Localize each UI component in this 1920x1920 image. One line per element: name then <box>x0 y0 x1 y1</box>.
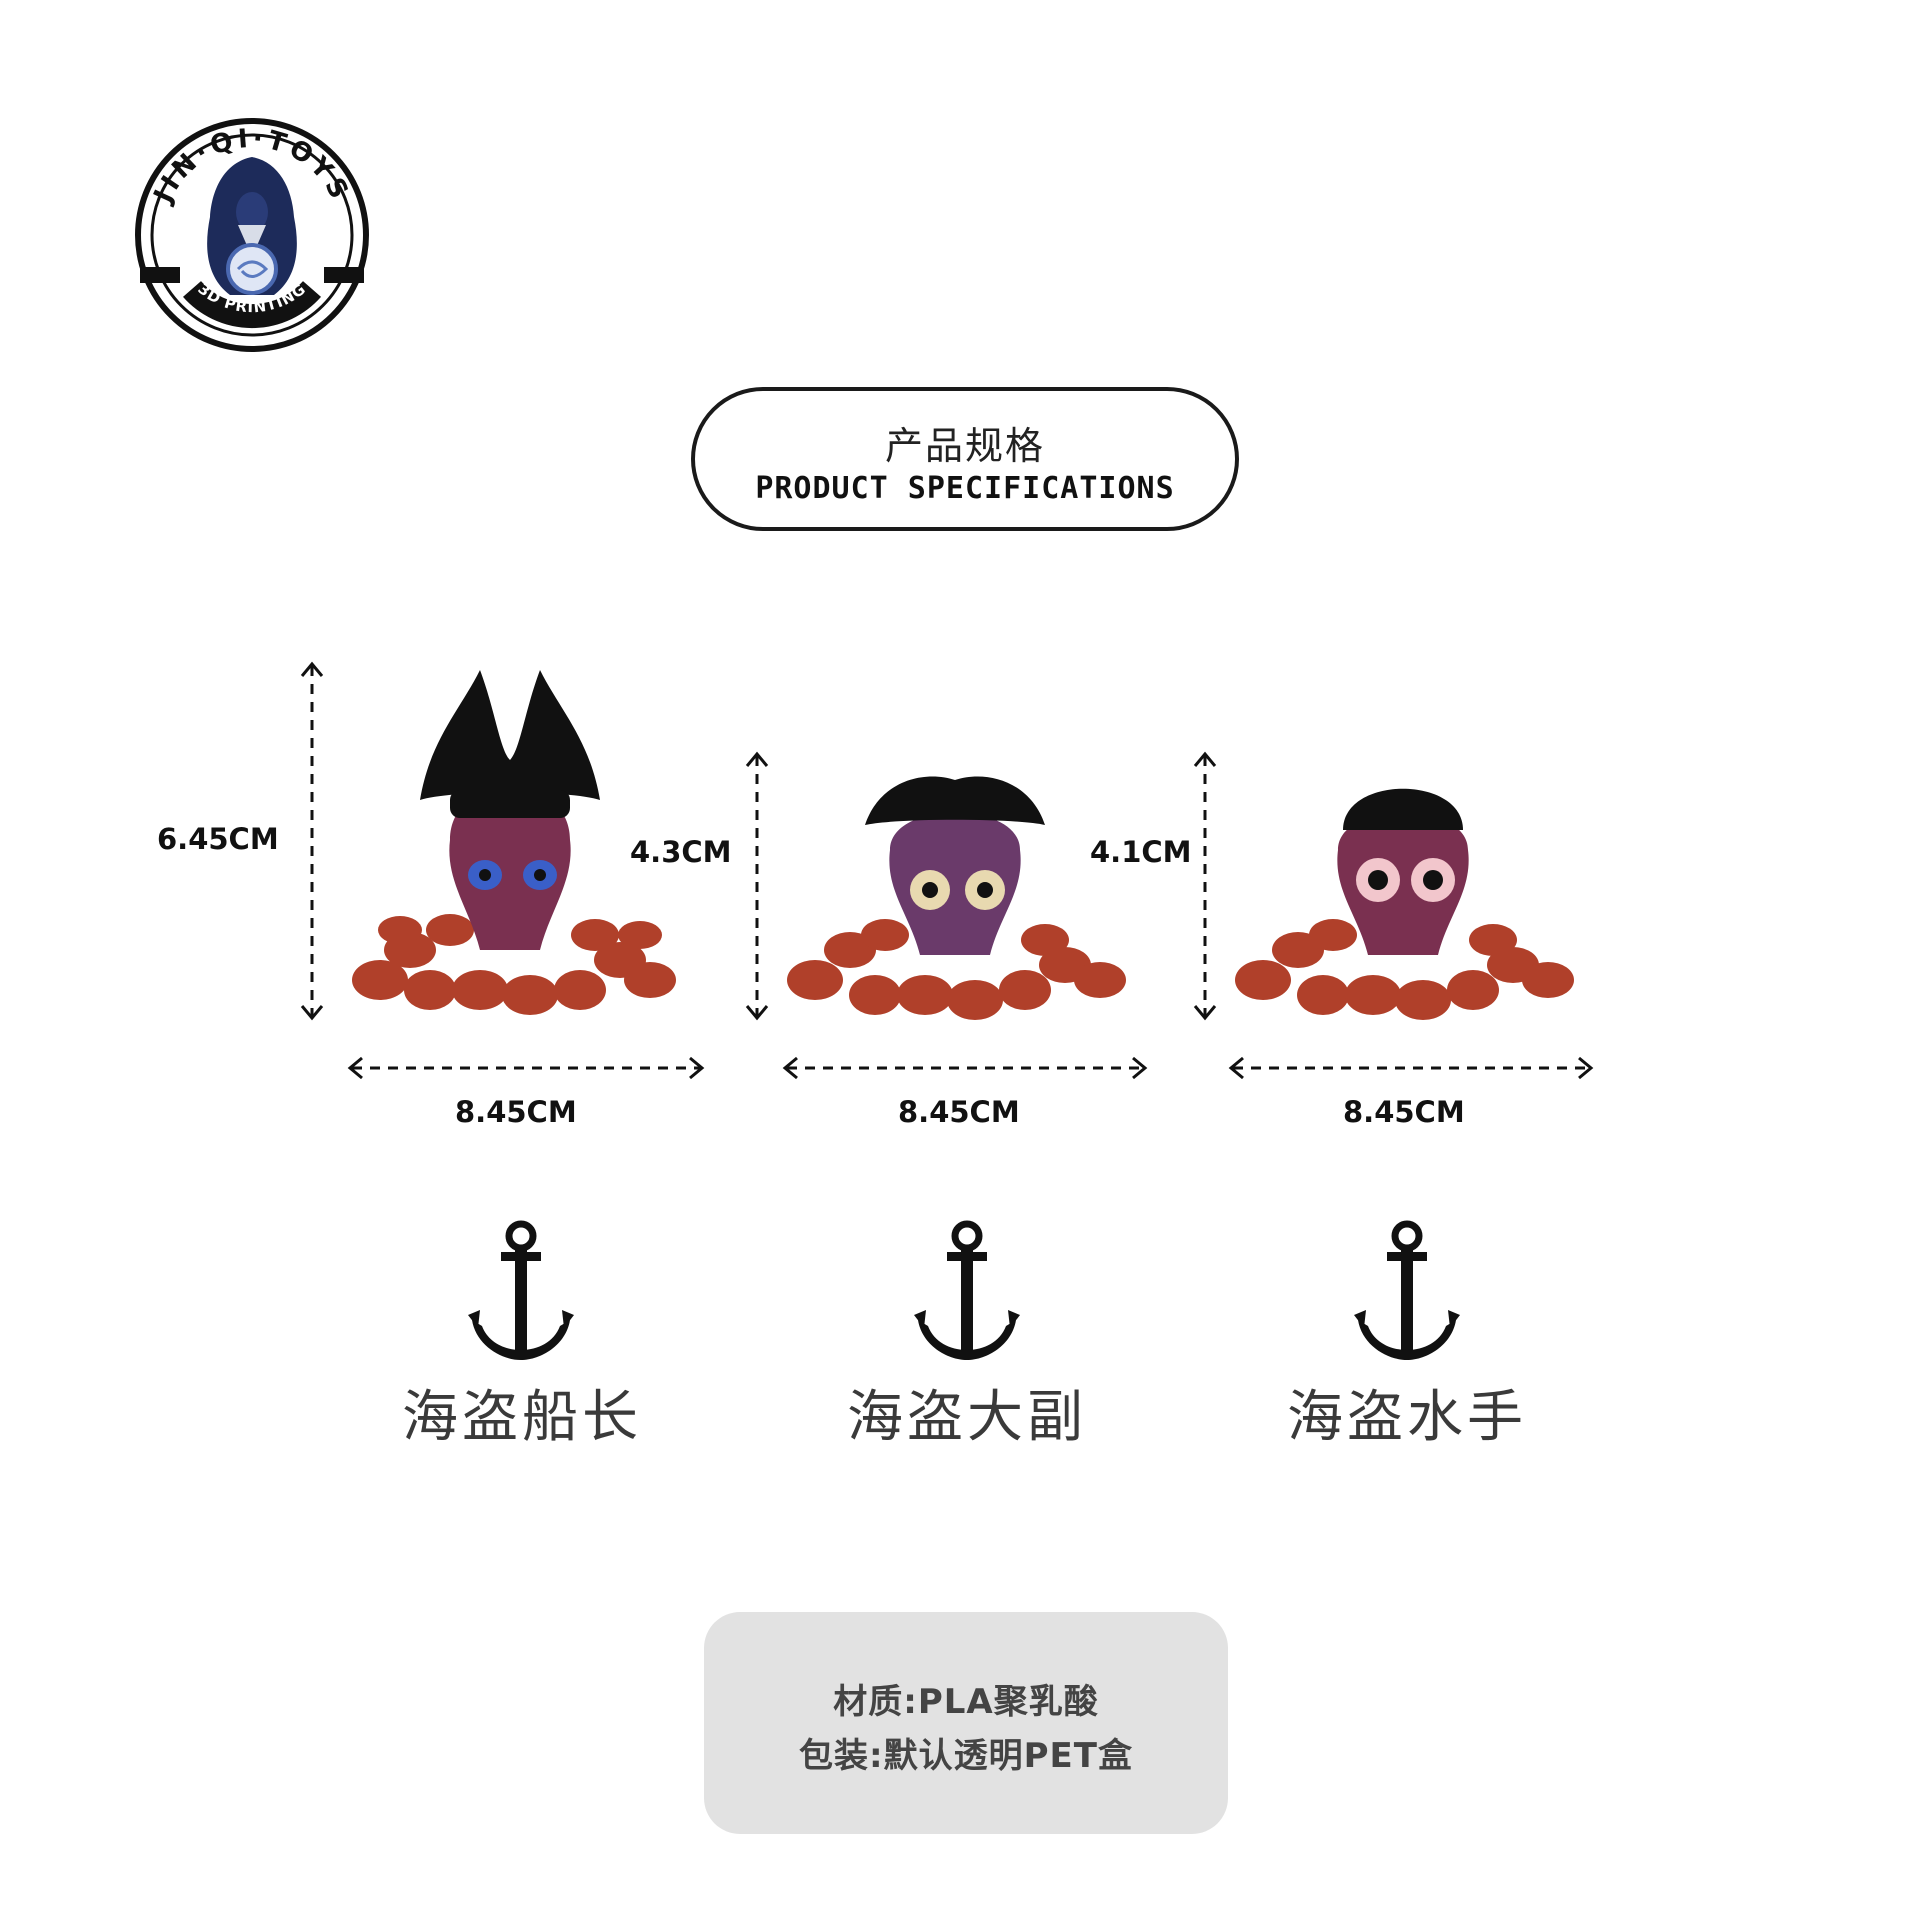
product-name: 海盗水手 <box>1287 1385 1527 1450</box>
header-title-cn: 产品规格 <box>884 424 1045 468</box>
spec-header: 产品规格 PRODUCT SPECIFICATIONS <box>691 387 1239 531</box>
material-info-box: 材质:PLA聚乳酸 包装:默认透明PET盒 <box>704 1612 1228 1834</box>
anchor-icon <box>912 1220 1022 1369</box>
width-label: 8.45CM <box>898 1095 1020 1129</box>
width-label: 8.45CM <box>455 1095 577 1129</box>
width-label: 8.45CM <box>1343 1095 1465 1129</box>
anchor-icon <box>1352 1220 1462 1369</box>
brand-logo: JIN·QI·TOYS 3D PRINTING <box>134 117 370 353</box>
product-sailor <box>1193 740 1613 1130</box>
height-label: 6.45CM <box>157 822 279 856</box>
header-title-en: PRODUCT SPECIFICATIONS <box>755 471 1175 506</box>
product-name: 海盗大副 <box>847 1385 1087 1450</box>
height-label: 4.1CM <box>1090 835 1192 869</box>
height-label: 4.3CM <box>630 835 732 869</box>
product-name: 海盗船长 <box>402 1385 642 1450</box>
material-text: 材质:PLA聚乳酸 <box>833 1682 1099 1722</box>
product-captain <box>300 650 720 1130</box>
product-first-mate <box>745 740 1165 1130</box>
packaging-text: 包装:默认透明PET盒 <box>799 1736 1133 1776</box>
anchor-icon <box>466 1220 576 1369</box>
